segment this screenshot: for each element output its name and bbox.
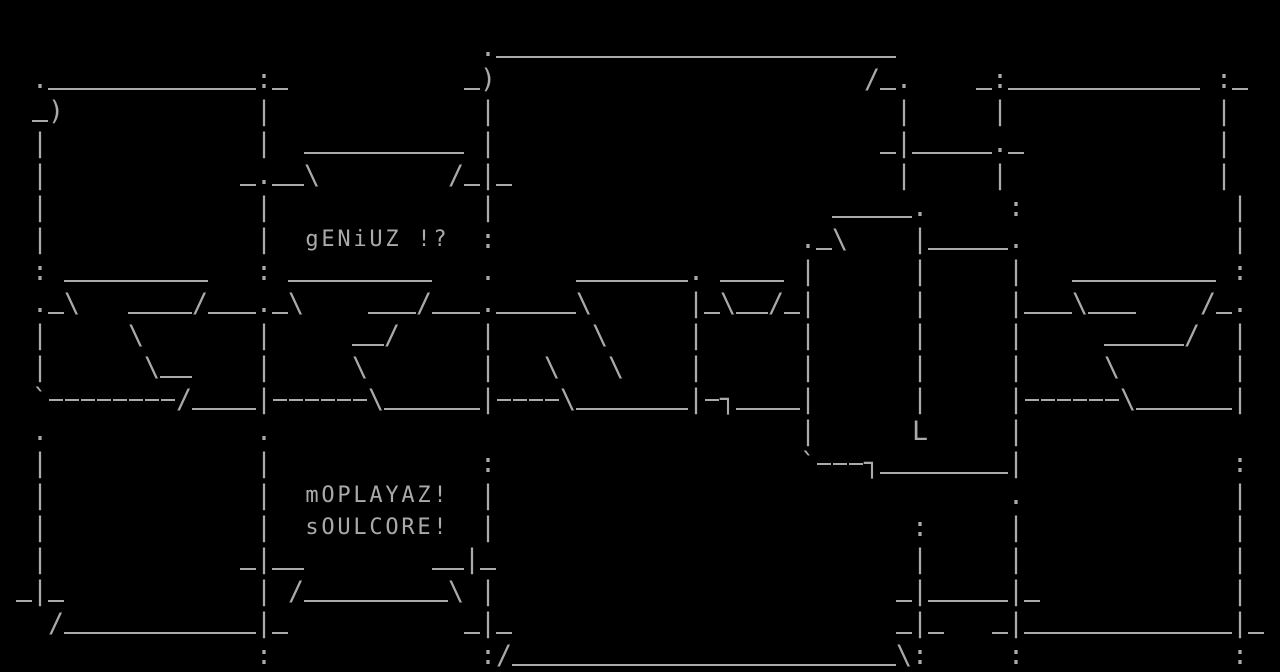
screen-row: | | / \ | | | |: [0, 576, 1280, 608]
screen-row: | | | | . |: [32, 128, 1233, 159]
screen-row: [0, 0, 1280, 32]
screen-row: / | | | | |: [0, 608, 1280, 640]
screen-row: | . \ / | | | |: [32, 160, 1233, 191]
screen-row: . \ / . \ / . \ | \ / | | | \ / .: [32, 288, 1249, 319]
screen-row: | | | . : |: [32, 192, 1249, 223]
screen-row: . : ) / . : :: [0, 64, 1280, 96]
screen-row: | \ | / | \ | | | | / |: [32, 320, 1249, 351]
screen-row: | | : ` ┐ | :: [32, 448, 1249, 479]
screen-row: ` / | \ | \ | ┐ | | | \ |: [32, 384, 1249, 415]
screen-row: ) | | | | |: [0, 96, 1280, 128]
screen-row: : : . . | | | :: [32, 256, 1249, 287]
screen-row: | | | | | |: [32, 544, 1249, 575]
screen-row: : :/ \: : :: [256, 640, 1249, 671]
screen-row: | \ | \ | \ \ | | | | \ |: [32, 352, 1249, 383]
screen-row: . . | L |: [32, 416, 1025, 447]
screen-row: .: [0, 32, 1280, 64]
